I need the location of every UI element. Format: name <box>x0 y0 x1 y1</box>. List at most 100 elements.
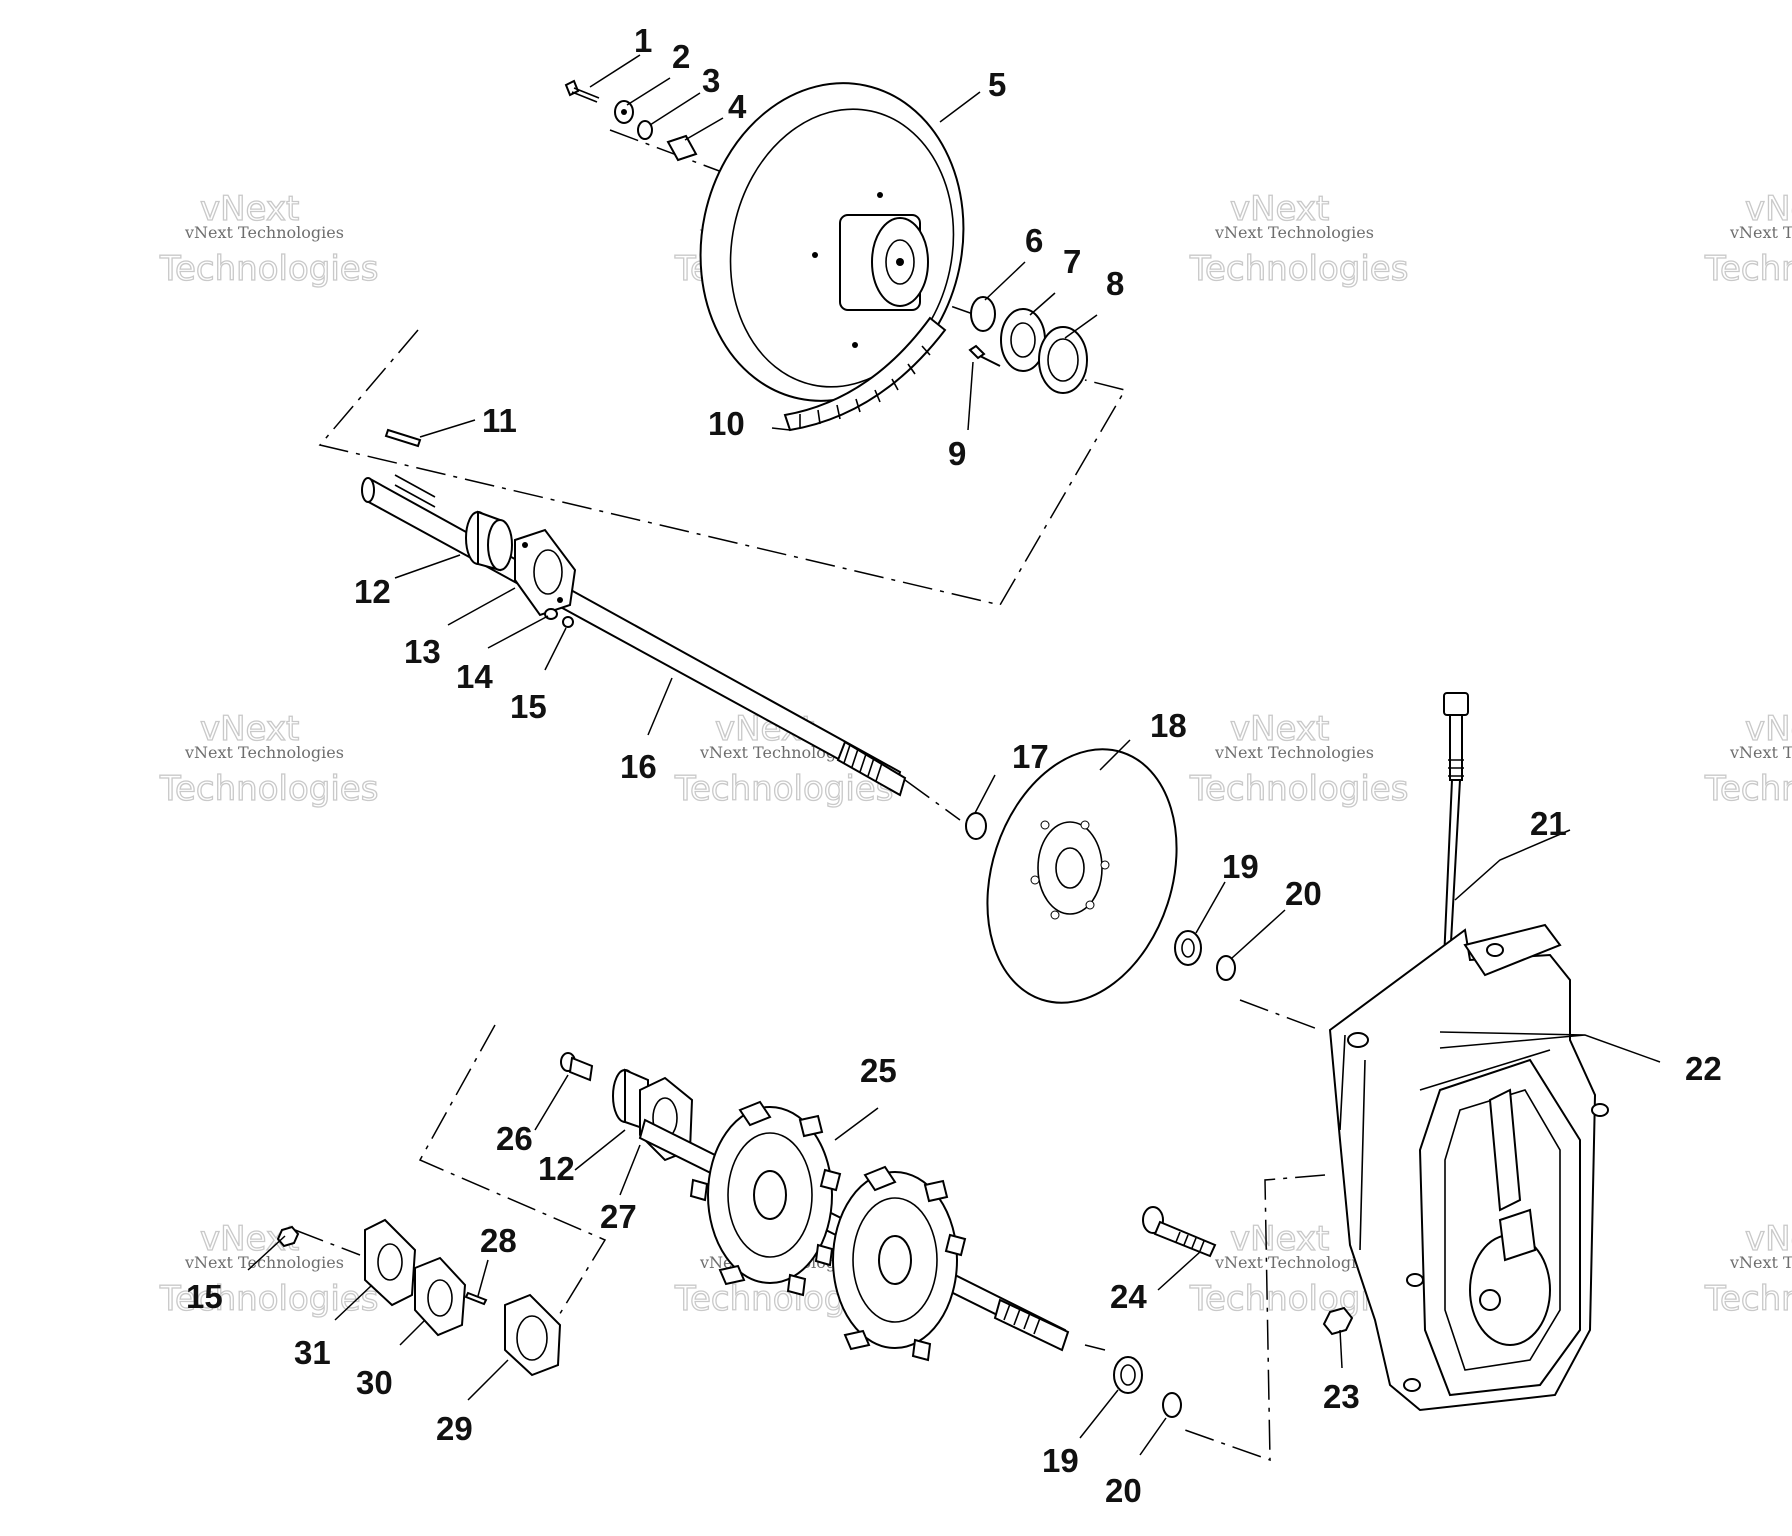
callout-11: 11 <box>482 402 517 439</box>
callout-12b: 12 <box>538 1150 575 1187</box>
watermark-big-bottom: Technologies <box>1189 769 1408 809</box>
watermark: vNext Technologies vNext Technologies <box>158 1218 379 1319</box>
watermark: vNext Technologies vNext Technologies <box>1188 188 1409 289</box>
watermark-small: vNext Technologies <box>1214 1253 1374 1272</box>
watermark-big-top: vNext <box>200 709 299 749</box>
part-lock-washer-3 <box>637 120 653 140</box>
callout-6: 6 <box>1025 222 1043 259</box>
watermark-big-top: vNext <box>1230 1219 1329 1259</box>
part-snap-ring-17 <box>965 812 987 840</box>
watermark-small: vNext Technologies <box>184 1253 344 1272</box>
part-drive-shaft-sprockets-25 <box>638 1100 1070 1362</box>
part-washer-14 <box>544 608 558 620</box>
callout-23: 23 <box>1323 1378 1360 1415</box>
watermark-big-bottom: Technologies <box>159 249 378 289</box>
part-nut-15 <box>562 616 574 628</box>
watermark: vNext Technologies vNext Technologies <box>1703 188 1792 289</box>
part-bolt-1 <box>564 79 600 103</box>
part-driven-pulley-5 <box>699 82 965 402</box>
part-nut-23 <box>1322 1306 1354 1336</box>
part-gasket-30 <box>414 1256 467 1337</box>
callout-28: 28 <box>480 1222 517 1259</box>
part-brake-disc-18 <box>986 748 1178 1004</box>
axis-guide-right <box>1239 999 1321 1031</box>
watermark-small: vNext Technologies <box>1729 743 1792 762</box>
part-nut-15b <box>276 1225 300 1248</box>
callout-13: 13 <box>404 633 441 670</box>
callout-2: 2 <box>672 38 690 75</box>
watermark-big-top: vNext <box>1745 1219 1792 1259</box>
callout-4: 4 <box>728 88 747 125</box>
watermark-big-bottom: Technologies <box>159 769 378 809</box>
part-bearing-19 <box>1174 930 1202 966</box>
axis-guide-disc <box>904 779 961 821</box>
callout-8: 8 <box>1106 265 1124 302</box>
callout-19b: 19 <box>1042 1442 1079 1479</box>
part-drive-shaft-16 <box>361 474 907 797</box>
watermark-big-top: vNext <box>1745 189 1792 229</box>
callout-29: 29 <box>436 1410 473 1447</box>
callout-10: 10 <box>708 405 745 442</box>
callout-17: 17 <box>1012 738 1049 775</box>
watermark-big-bottom: Technologies <box>1704 249 1792 289</box>
upper-assembly-guide <box>318 329 1127 606</box>
leader-lines <box>247 54 1661 1456</box>
callout-3: 3 <box>702 62 720 99</box>
part-screw-9 <box>968 344 1001 367</box>
callout-15: 15 <box>510 688 547 725</box>
watermark-big-bottom: Technologies <box>1704 769 1792 809</box>
callout-15b: 15 <box>186 1278 223 1315</box>
callout-12: 12 <box>354 573 391 610</box>
callout-7: 7 <box>1063 243 1081 280</box>
part-washer-6 <box>970 296 996 332</box>
callout-30: 30 <box>356 1364 393 1401</box>
parts <box>276 79 1609 1418</box>
watermark-small: vNext Technologies <box>1214 743 1374 762</box>
assembly-guide-lines <box>294 129 1326 1462</box>
watermark-small: vNext Technologies <box>184 743 344 762</box>
callout-16: 16 <box>620 748 657 785</box>
axis-guide-pulley <box>609 129 731 176</box>
watermark-big-bottom: Technologies <box>1704 1279 1792 1319</box>
part-bearing-12 <box>465 510 513 572</box>
callout-19: 19 <box>1222 848 1259 885</box>
part-plate-8 <box>1038 326 1088 394</box>
watermark: vNext Technologies vNext Technologies <box>1703 708 1792 809</box>
part-flange-29 <box>504 1293 562 1377</box>
part-drive-belt-10 <box>783 316 947 432</box>
axis-guide-bearing <box>294 1229 361 1256</box>
watermark-small: vNext Technologies <box>1729 223 1792 242</box>
callout-18: 18 <box>1150 707 1187 744</box>
part-o-ring-20 <box>1216 955 1236 981</box>
lower-assembly-guide <box>418 1024 607 1331</box>
part-bolt-26 <box>560 1052 594 1082</box>
watermark-big-bottom: Technologies <box>1189 249 1408 289</box>
part-key-11 <box>384 428 422 448</box>
callout-26: 26 <box>496 1120 533 1157</box>
axis-guide-lower <box>1084 1344 1106 1351</box>
callout-21: 21 <box>1530 805 1567 842</box>
callout-31: 31 <box>294 1334 331 1371</box>
callout-9: 9 <box>948 435 966 472</box>
callout-27: 27 <box>600 1198 637 1235</box>
watermark-small: vNext Technologies <box>1729 1253 1792 1272</box>
part-flange-13 <box>514 528 577 617</box>
part-bolt-24 <box>1142 1206 1217 1258</box>
watermark-big-top: vNext <box>1745 709 1792 749</box>
callout-5: 5 <box>988 66 1006 103</box>
watermark: vNext Technologies vNext Technologies <box>1703 1218 1792 1319</box>
callout-20: 20 <box>1285 875 1322 912</box>
watermark: vNext Technologies vNext Technologies <box>158 708 379 809</box>
part-o-ring-20b <box>1162 1392 1182 1418</box>
watermark-small: vNext Technologies <box>1214 223 1374 242</box>
watermark-small: vNext Technologies <box>184 223 344 242</box>
watermark: vNext Technologies vNext Technologies <box>158 188 379 289</box>
callout-1: 1 <box>634 22 652 59</box>
part-flange-31 <box>364 1218 417 1307</box>
callout-22: 22 <box>1685 1050 1722 1087</box>
part-bearing-19b <box>1113 1356 1143 1394</box>
watermark-big-top: vNext <box>1230 189 1329 229</box>
callout-14: 14 <box>456 658 493 695</box>
callouts: 1 2 3 4 5 6 7 8 9 10 11 12 13 14 15 16 1… <box>186 22 1722 1509</box>
